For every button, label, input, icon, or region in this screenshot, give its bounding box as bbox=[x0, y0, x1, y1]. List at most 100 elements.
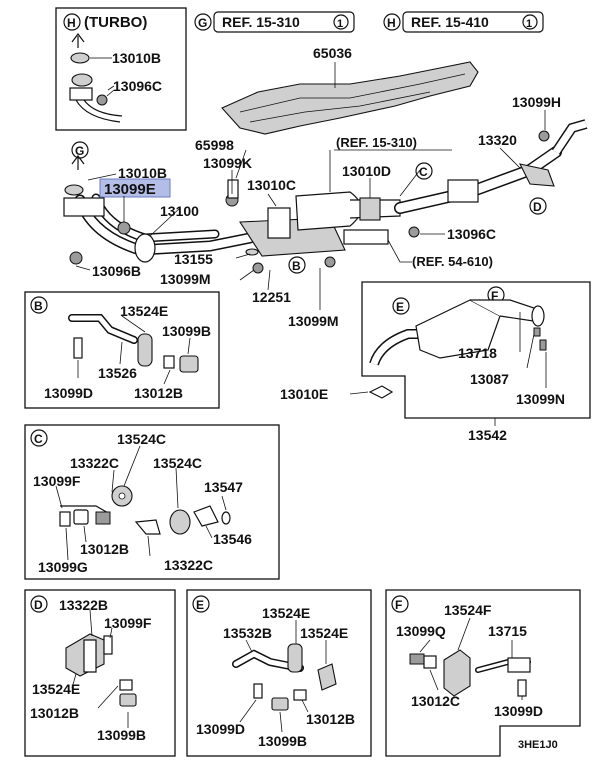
label-13087[interactable]: 13087 bbox=[470, 371, 509, 387]
label-d-13322b[interactable]: 13322B bbox=[59, 597, 108, 613]
nut-13096b[interactable] bbox=[69, 251, 83, 265]
label-13010c[interactable]: 13010C bbox=[247, 177, 296, 193]
label-b-13099b[interactable]: 13099B bbox=[162, 323, 211, 339]
label-13010e[interactable]: 13010E bbox=[280, 386, 328, 402]
rubber-13524e-e-right[interactable] bbox=[317, 663, 337, 691]
label-e-13012b[interactable]: 13012B bbox=[306, 711, 355, 727]
washer-13547[interactable] bbox=[221, 511, 231, 525]
gasket-13010b[interactable] bbox=[64, 184, 84, 196]
label-13320[interactable]: 13320 bbox=[478, 132, 517, 148]
bolt-13099m-left[interactable] bbox=[252, 262, 264, 274]
label-e-13524e-top[interactable]: 13524E bbox=[262, 605, 310, 621]
label-d-13099b[interactable]: 13099B bbox=[97, 727, 146, 743]
label-ref-15-310[interactable]: (REF. 15-310) bbox=[336, 135, 417, 150]
label-13099k[interactable]: 13099K bbox=[203, 155, 252, 171]
label-b-13524e[interactable]: 13524E bbox=[120, 303, 168, 319]
flange-13010d[interactable] bbox=[359, 197, 381, 221]
manifold-flange[interactable] bbox=[63, 197, 105, 217]
label-f-13099d[interactable]: 13099D bbox=[494, 703, 543, 719]
flange-13010c[interactable] bbox=[267, 207, 291, 239]
clip-13087[interactable] bbox=[533, 327, 541, 337]
bolt-13099d-e[interactable] bbox=[253, 683, 263, 699]
label-c-13012b[interactable]: 13012B bbox=[80, 541, 129, 557]
label-c-13524c-mid[interactable]: 13524C bbox=[153, 455, 202, 471]
resonator-13320[interactable] bbox=[447, 179, 479, 203]
label-e-13524e-right[interactable]: 13524E bbox=[300, 625, 348, 641]
label-b-13012b[interactable]: 13012B bbox=[134, 385, 183, 401]
stud-13099f-c[interactable] bbox=[60, 505, 111, 515]
washer-13012b-c[interactable] bbox=[73, 509, 89, 525]
label-e-13099d[interactable]: 13099D bbox=[196, 721, 245, 737]
label-65998[interactable]: 65998 bbox=[195, 137, 234, 153]
bracket-13546[interactable] bbox=[193, 505, 219, 527]
label-d-13099f[interactable]: 13099F bbox=[104, 615, 152, 631]
rubber-hanger-13524e[interactable] bbox=[137, 333, 153, 367]
rubber-13524e-e-top[interactable] bbox=[287, 643, 303, 673]
label-13099m-right[interactable]: 13099M bbox=[288, 313, 339, 329]
label-d-13524e[interactable]: 13524E bbox=[32, 681, 80, 697]
label-13718[interactable]: 13718 bbox=[458, 345, 497, 361]
label-65036[interactable]: 65036 bbox=[313, 45, 352, 61]
label-c-13322c-top[interactable]: 13322C bbox=[70, 455, 119, 471]
gasket-13010e[interactable] bbox=[368, 385, 394, 399]
label-c-13322c-bot[interactable]: 13322C bbox=[164, 557, 213, 573]
label-13099n[interactable]: 13099N bbox=[516, 391, 565, 407]
label-13099m-left[interactable]: 13099M bbox=[160, 271, 211, 287]
ref-g-header[interactable]: G REF. 15-310 1 bbox=[194, 11, 355, 33]
label-12251[interactable]: 12251 bbox=[252, 289, 291, 305]
label-f-13715[interactable]: 13715 bbox=[488, 623, 527, 639]
pre-cat[interactable] bbox=[134, 233, 156, 263]
nut-13099g[interactable] bbox=[59, 511, 71, 527]
rubber-13524f[interactable] bbox=[443, 649, 471, 697]
nut-13099e[interactable] bbox=[117, 221, 131, 235]
bolt-13099d-f[interactable] bbox=[517, 679, 527, 697]
label-d-13012b[interactable]: 13012B bbox=[30, 705, 79, 721]
clip-13155[interactable] bbox=[245, 248, 259, 256]
bolt-65998[interactable] bbox=[227, 179, 239, 199]
bolt-13099f-d[interactable] bbox=[103, 635, 113, 655]
label-f-13099q[interactable]: 13099Q bbox=[396, 623, 446, 639]
label-13010d[interactable]: 13010D bbox=[342, 163, 391, 179]
washer-13012b-e[interactable] bbox=[293, 689, 307, 701]
label-c-13099g[interactable]: 13099G bbox=[38, 559, 88, 575]
bolt-13099n[interactable] bbox=[539, 339, 547, 351]
label-f-13524f[interactable]: 13524F bbox=[444, 602, 492, 618]
bracket-13322b[interactable] bbox=[83, 639, 97, 673]
label-13542[interactable]: 13542 bbox=[468, 427, 507, 443]
label-13096b[interactable]: 13096B bbox=[92, 263, 141, 279]
label-e-13532b[interactable]: 13532B bbox=[223, 625, 272, 641]
rubber-13524c-right[interactable] bbox=[169, 509, 191, 535]
ref-h-header[interactable]: H REF. 15-410 1 bbox=[383, 11, 544, 33]
rear-bracket[interactable] bbox=[518, 163, 555, 187]
label-13096c-mid[interactable]: 13096C bbox=[447, 226, 496, 242]
label-13155[interactable]: 13155 bbox=[174, 251, 213, 267]
label-13100[interactable]: 13100 bbox=[160, 203, 199, 219]
label-c-13546[interactable]: 13546 bbox=[213, 531, 252, 547]
label-c-13524c-top[interactable]: 13524C bbox=[117, 431, 166, 447]
washer-13012b-d[interactable] bbox=[119, 679, 133, 691]
nut-13099b-e[interactable] bbox=[271, 697, 289, 711]
sensor-54-610[interactable] bbox=[343, 229, 389, 245]
label-e-13099b[interactable]: 13099B bbox=[258, 733, 307, 749]
label-13099e[interactable]: 13099E bbox=[104, 181, 156, 198]
nut-13096c[interactable] bbox=[408, 226, 420, 238]
label-b-13526[interactable]: 13526 bbox=[98, 365, 137, 381]
label-b-13099d[interactable]: 13099D bbox=[44, 385, 93, 401]
nut-13099b-b[interactable] bbox=[179, 355, 199, 373]
label-13010b-mid[interactable]: 13010B bbox=[118, 165, 167, 181]
collar-c[interactable] bbox=[95, 511, 111, 525]
bolt-13099d-b[interactable] bbox=[73, 337, 83, 359]
washer-13012c[interactable] bbox=[423, 655, 437, 669]
label-13096c-top[interactable]: 13096C bbox=[113, 78, 162, 94]
label-ref-54-610[interactable]: (REF. 54-610) bbox=[412, 254, 493, 269]
label-c-13099f[interactable]: 13099F bbox=[33, 473, 81, 489]
bracket-13322c-bot[interactable] bbox=[134, 519, 161, 535]
label-13010b-top[interactable]: 13010B bbox=[112, 50, 161, 66]
label-13099h[interactable]: 13099H bbox=[512, 94, 561, 110]
label-f-13012c[interactable]: 13012C bbox=[411, 693, 460, 709]
label-c-13547[interactable]: 13547 bbox=[204, 479, 243, 495]
bolt-13099m-right[interactable] bbox=[324, 256, 336, 268]
nut-13099b-d[interactable] bbox=[119, 693, 137, 707]
washer-13012b-b[interactable] bbox=[163, 355, 175, 369]
bolt-13099h[interactable] bbox=[538, 130, 550, 142]
